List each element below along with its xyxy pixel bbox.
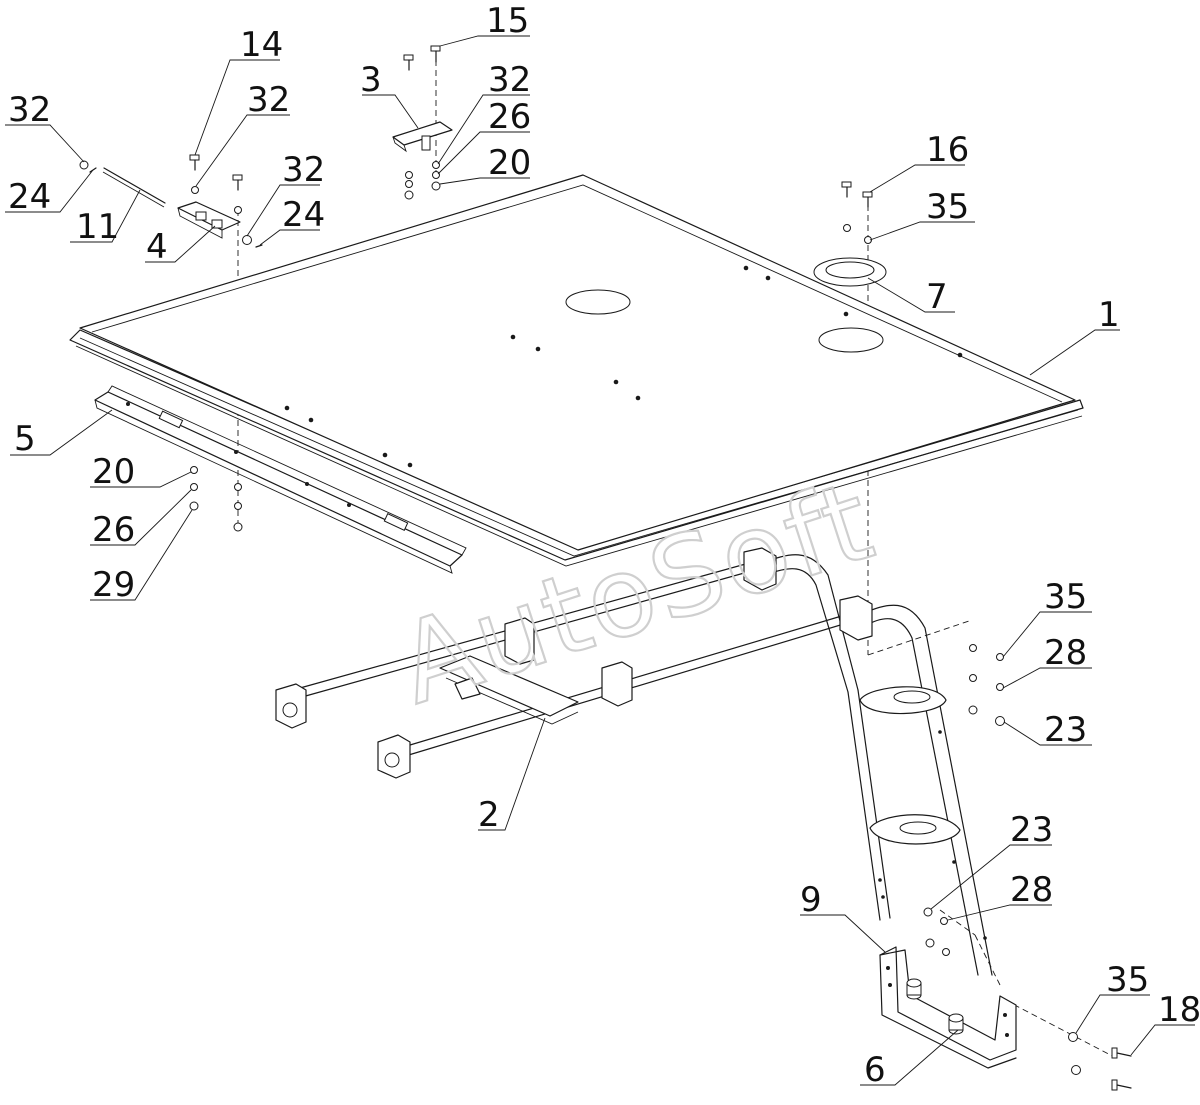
- rubber-plugs: [906, 978, 964, 1035]
- callout-18: 18: [1158, 990, 1200, 1030]
- callout-24-right: 24: [282, 195, 325, 235]
- callout-28-lower: 28: [1010, 870, 1053, 910]
- callout-3: 3: [360, 60, 382, 100]
- callout-20-left: 20: [92, 452, 135, 492]
- callout-14: 14: [240, 25, 283, 65]
- bolts: [189, 45, 1132, 1091]
- roof-frame: [275, 547, 993, 976]
- washers-and-nuts: [79, 160, 1081, 1075]
- callout-32-hinge: 32: [247, 80, 290, 120]
- callout-11: 11: [76, 207, 119, 247]
- callout-1: 1: [1098, 295, 1120, 335]
- callout-35-top: 35: [926, 187, 969, 227]
- pin-11: [102, 167, 166, 208]
- callout-6: 6: [864, 1050, 886, 1090]
- callout-23-lower: 23: [1010, 810, 1053, 850]
- handle-7: [813, 257, 887, 287]
- callout-7: 7: [926, 277, 948, 317]
- callout-32-pin: 32: [282, 150, 325, 190]
- roof-panel: [69, 174, 1084, 567]
- leader-lines: [5, 35, 1195, 1086]
- callout-26-left: 26: [92, 510, 135, 550]
- callout-4: 4: [146, 227, 168, 267]
- callout-23-mid: 23: [1044, 710, 1087, 750]
- callout-24-left: 24: [8, 177, 51, 217]
- callout-35-mid: 35: [1044, 577, 1087, 617]
- callout-26-top: 26: [488, 97, 531, 137]
- callout-16: 16: [926, 130, 969, 170]
- callout-20-top: 20: [488, 143, 531, 183]
- bracket-3: [392, 121, 453, 153]
- callout-35-lower: 35: [1106, 960, 1149, 1000]
- callout-labels: 15 14 32 32 32 32 3 26 20 24 24 11 4 16 …: [8, 1, 1200, 1090]
- callout-32-top-left: 32: [8, 90, 51, 130]
- side-rail: [94, 385, 467, 574]
- roof-holes: [284, 265, 963, 468]
- callout-5: 5: [14, 419, 36, 459]
- frame-brackets: [275, 547, 873, 779]
- callout-29: 29: [92, 565, 135, 605]
- callout-32-bracket: 32: [488, 60, 531, 100]
- callout-28-mid: 28: [1044, 633, 1087, 673]
- hinge-bracket-4: [177, 201, 241, 239]
- callout-15: 15: [486, 1, 529, 41]
- callout-9: 9: [800, 880, 822, 920]
- callout-2: 2: [478, 795, 500, 835]
- lower-bracket: [879, 946, 1017, 1069]
